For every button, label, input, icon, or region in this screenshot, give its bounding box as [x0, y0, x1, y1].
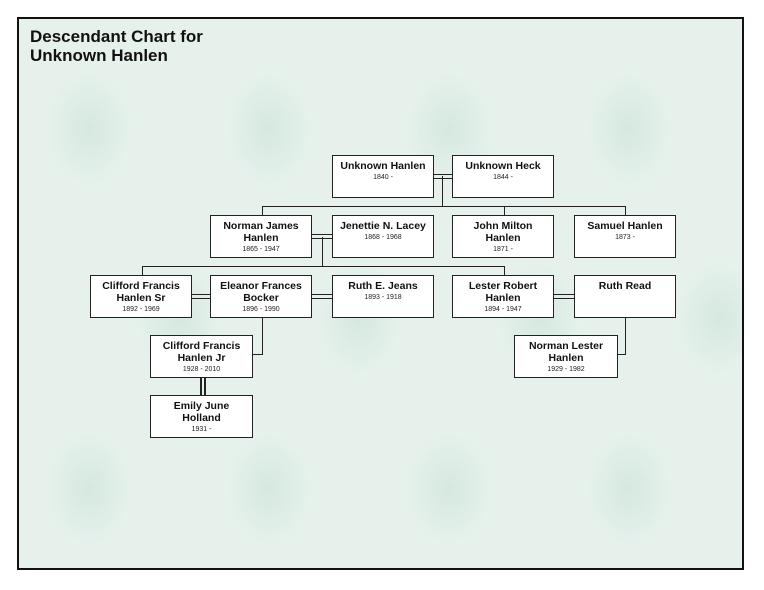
- person-eleanor-frances-bocker[interactable]: Eleanor Frances Bocker 1896 - 1990: [210, 275, 312, 318]
- person-name: John Milton Hanlen: [473, 220, 533, 244]
- person-dates: 1893 - 1918: [364, 294, 402, 301]
- chart-title-line-2: Unknown Hanlen: [30, 46, 168, 65]
- person-dates: 1840 -: [373, 174, 393, 181]
- person-name: Ruth E. Jeans: [348, 280, 418, 292]
- person-dates: 1871 -: [493, 246, 513, 253]
- person-clifford-francis-hanlen-sr[interactable]: Clifford Francis Hanlen Sr 1892 - 1969: [90, 275, 192, 318]
- descent-line: [504, 206, 505, 216]
- person-name: Clifford Francis Hanlen Jr: [162, 340, 241, 364]
- person-ruth-jeans[interactable]: Ruth E. Jeans 1893 - 1918: [332, 275, 434, 318]
- person-ruth-read[interactable]: Ruth Read: [574, 275, 676, 318]
- chart-title-line-1: Descendant Chart for: [30, 27, 203, 46]
- person-dates: 1928 - 2010: [182, 366, 221, 373]
- person-name: Norman James Hanlen: [223, 220, 299, 244]
- person-dates: 1894 - 1947: [484, 306, 522, 313]
- spouse-connector: [200, 378, 202, 396]
- person-name: Unknown Heck: [465, 160, 541, 172]
- sibling-bar: [142, 266, 505, 267]
- chart-title: Descendant Chart for Unknown Hanlen: [30, 27, 203, 65]
- person-dates: 1865 - 1947: [242, 246, 280, 253]
- person-name: Eleanor Frances Bocker: [220, 280, 302, 304]
- person-norman-lester-hanlen[interactable]: Norman Lester Hanlen 1929 - 1982: [514, 335, 618, 378]
- person-unknown-hanlen[interactable]: Unknown Hanlen 1840 -: [332, 155, 434, 198]
- descendant-chart: Descendant Chart for Unknown Hanlen Unkn…: [17, 17, 744, 570]
- person-norman-james-hanlen[interactable]: Norman James Hanlen 1865 - 1947: [210, 215, 312, 258]
- spouse-connector: [191, 294, 211, 299]
- person-jenettie-lacey[interactable]: Jenettie N. Lacey 1868 - 1968: [332, 215, 434, 258]
- person-name: Emily June Holland: [173, 400, 230, 424]
- person-name: Clifford Francis Hanlen Sr: [102, 280, 180, 304]
- descent-line: [504, 266, 505, 276]
- descent-line: [262, 206, 263, 216]
- person-name: Norman Lester Hanlen: [528, 340, 604, 364]
- spouse-connector: [554, 294, 574, 299]
- spouse-connector: [433, 174, 453, 179]
- descent-line: [252, 354, 263, 355]
- person-name: Unknown Hanlen: [340, 160, 426, 172]
- person-name: Jenettie N. Lacey: [340, 220, 426, 232]
- person-lester-robert-hanlen[interactable]: Lester Robert Hanlen 1894 - 1947: [452, 275, 554, 318]
- sibling-bar: [262, 206, 625, 207]
- person-name: Lester Robert Hanlen: [468, 280, 538, 304]
- descent-line: [142, 266, 143, 276]
- person-dates: 1929 - 1982: [547, 366, 585, 373]
- person-dates: 1931 -: [191, 426, 212, 433]
- descent-line: [625, 206, 626, 216]
- descent-line: [442, 176, 443, 206]
- person-dates: 1873 -: [615, 234, 635, 241]
- descent-line: [262, 318, 263, 354]
- person-dates: 1896 - 1990: [242, 306, 280, 313]
- person-name: Samuel Hanlen: [587, 220, 663, 232]
- person-clifford-francis-hanlen-jr[interactable]: Clifford Francis Hanlen Jr 1928 - 2010: [150, 335, 253, 378]
- descent-line: [618, 354, 626, 355]
- person-dates: 1892 - 1969: [122, 306, 160, 313]
- person-john-milton-hanlen[interactable]: John Milton Hanlen 1871 -: [452, 215, 554, 258]
- person-emily-june-holland[interactable]: Emily June Holland 1931 -: [150, 395, 253, 438]
- descent-line: [625, 318, 626, 354]
- person-name: Ruth Read: [598, 280, 652, 292]
- descent-line: [322, 237, 323, 266]
- person-dates: 1844 -: [493, 174, 513, 181]
- spouse-connector: [204, 378, 206, 396]
- person-dates: 1868 - 1968: [364, 234, 402, 241]
- person-samuel-hanlen[interactable]: Samuel Hanlen 1873 -: [574, 215, 676, 258]
- person-unknown-heck[interactable]: Unknown Heck 1844 -: [452, 155, 554, 198]
- spouse-connector: [312, 294, 332, 299]
